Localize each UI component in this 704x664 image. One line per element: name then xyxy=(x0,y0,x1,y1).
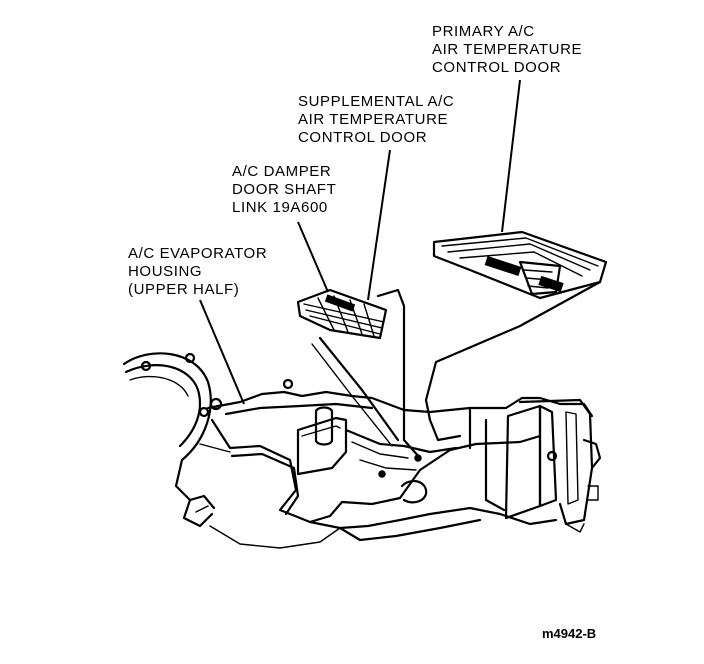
label-damper-link: A/C DAMPER DOOR SHAFT LINK 19A600 xyxy=(232,163,336,216)
leader-damper-link xyxy=(297,221,329,293)
label-supplemental-door: SUPPLEMENTAL A/C AIR TEMPERATURE CONTROL… xyxy=(298,93,454,146)
label-line: PRIMARY A/C xyxy=(432,23,535,40)
figure-id: m4942-B xyxy=(542,626,596,641)
label-line: AIR TEMPERATURE xyxy=(298,111,448,128)
svg-text:PRIMARY A/C: PRIMARY A/C xyxy=(432,23,535,40)
label-primary-door: PRIMARY A/C AIR TEMPERATURE CONTROL DOOR xyxy=(432,23,582,76)
leader-lines xyxy=(199,79,521,405)
svg-text:LINK 19A600: LINK 19A600 xyxy=(232,199,328,216)
label-line: (UPPER HALF) xyxy=(128,281,239,298)
svg-text:(UPPER HALF): (UPPER HALF) xyxy=(128,281,239,298)
label-evaporator-housing: A/C EVAPORATOR HOUSING (UPPER HALF) xyxy=(128,245,267,298)
label-line: A/C DAMPER xyxy=(232,163,331,180)
svg-text:A/C DAMPER: A/C DAMPER xyxy=(232,163,331,180)
primary-control-door xyxy=(424,230,608,422)
evaporator-housing xyxy=(122,352,602,549)
label-line: SUPPLEMENTAL A/C xyxy=(298,93,454,110)
svg-text:HOUSING: HOUSING xyxy=(128,263,202,280)
label-line: HOUSING xyxy=(128,263,202,280)
label-line: CONTROL DOOR xyxy=(432,59,561,76)
svg-text:SUPPLEMENTAL A/C: SUPPLEMENTAL A/C xyxy=(298,93,454,110)
label-line: CONTROL DOOR xyxy=(298,129,427,146)
leader-supplemental-door xyxy=(367,149,391,301)
label-line: A/C EVAPORATOR xyxy=(128,245,267,262)
svg-text:A/C EVAPORATOR: A/C EVAPORATOR xyxy=(128,245,267,262)
supplemental-control-door xyxy=(296,288,388,340)
label-line: LINK 19A600 xyxy=(232,199,328,216)
leader-evaporator-housing xyxy=(199,299,245,405)
svg-text:AIR TEMPERATURE: AIR TEMPERATURE xyxy=(432,41,582,58)
svg-text:CONTROL DOOR: CONTROL DOOR xyxy=(298,129,427,146)
leader-primary-door xyxy=(501,79,521,233)
svg-text:CONTROL DOOR: CONTROL DOOR xyxy=(432,59,561,76)
svg-text:DOOR SHAFT: DOOR SHAFT xyxy=(232,181,336,198)
svg-text:AIR TEMPERATURE: AIR TEMPERATURE xyxy=(298,111,448,128)
label-line: AIR TEMPERATURE xyxy=(432,41,582,58)
label-line: DOOR SHAFT xyxy=(232,181,336,198)
